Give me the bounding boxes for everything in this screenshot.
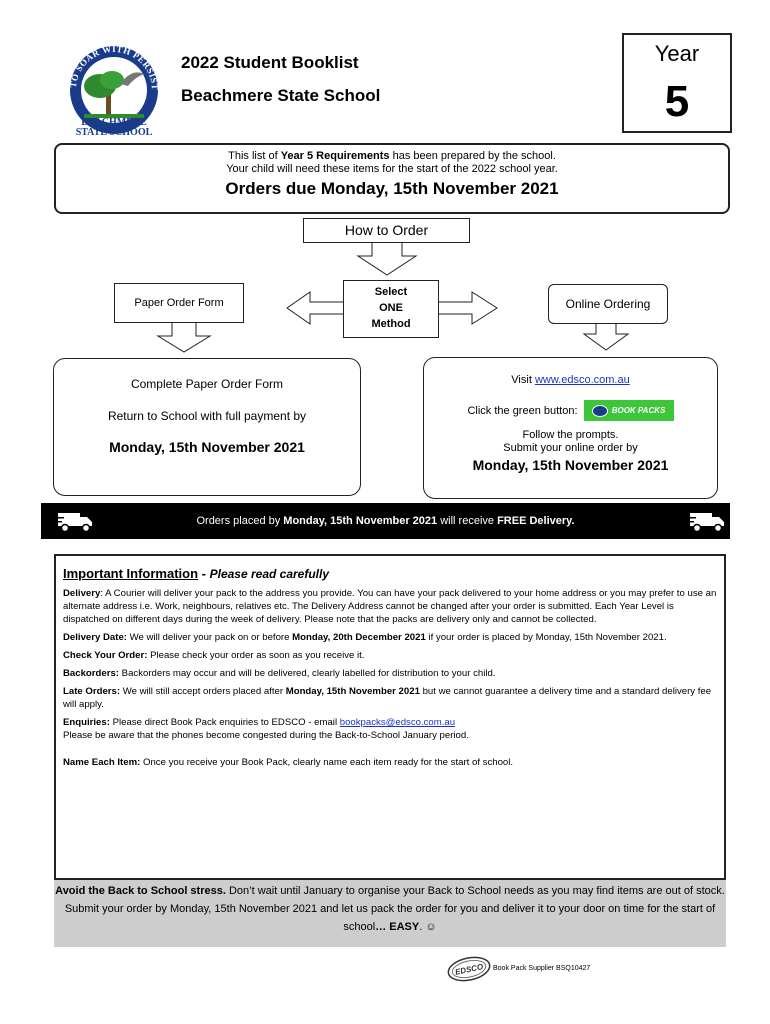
logo-name-line2: STATE SCHOOL	[75, 127, 153, 138]
delivery-pre: Orders placed by	[196, 515, 284, 527]
select-line3: Method	[371, 318, 411, 330]
info-dash: -	[198, 566, 210, 581]
avoid-text: Don’t wait until January to organise you…	[64, 885, 725, 933]
online-submit: Submit your online order by	[503, 442, 638, 454]
school-name: Beachmere State School	[181, 86, 381, 105]
bookpacks-email-link[interactable]: bookpacks@edsco.com.au	[339, 717, 456, 728]
online-method-box: Visit www.edsco.com.au Click the green b…	[423, 357, 718, 499]
down-arrow-online	[582, 324, 630, 351]
school-logo: TO SOAR WITH PERSISTENCE	[62, 40, 160, 134]
paper-date: Monday, 15th November 2021	[109, 439, 305, 455]
delivery-date: Monday, 15th November 2021	[283, 515, 438, 527]
paper-step1: Complete Paper Order Form	[130, 377, 284, 391]
delivery-date-pre: We will deliver your pack on or before	[127, 632, 293, 643]
select-line2: ONE	[379, 302, 403, 314]
edsco-logo: EDSCO	[447, 956, 491, 982]
online-follow: Follow the prompts.	[522, 429, 619, 441]
delivery-date-post: if your order is placed by Monday, 15th …	[425, 632, 667, 643]
delivery-mid: will receive	[437, 515, 498, 527]
intro-line1-bold: Year 5 Requirements	[280, 150, 390, 162]
important-information-box: Important Information - Please read care…	[54, 554, 726, 880]
book-packs-label: BOOK PACKS	[611, 406, 666, 415]
info-check-order: Check Your Order: Please check your orde…	[63, 649, 717, 662]
edsco-link[interactable]: www.edsco.com.au	[534, 374, 630, 386]
name-item-label: Name Each Item:	[63, 757, 141, 768]
book-packs-button[interactable]: BOOK PACKS	[583, 400, 674, 421]
info-name-each-item: Name Each Item: Once you receive your Bo…	[63, 756, 717, 769]
avoid-easy: … EASY	[375, 921, 420, 933]
late-orders-date: Monday, 15th November 2021	[285, 686, 420, 697]
online-click-row: Click the green button: BOOK PACKS	[424, 400, 717, 421]
intro-line1: This list of Year 5 Requirements has bee…	[56, 150, 728, 162]
delivery-label: Delivery	[63, 588, 101, 599]
free-delivery-banner: Orders placed by Monday, 15th November 2…	[41, 503, 730, 539]
check-order-label: Check Your Order:	[63, 650, 148, 661]
avoid-bold: Avoid the Back to School stress.	[55, 885, 226, 897]
late-orders-label: Late Orders:	[63, 686, 121, 697]
info-enquiries: Enquiries: Please direct Book Pack enqui…	[63, 716, 717, 742]
select-one-method-box: Select ONE Method	[343, 280, 439, 338]
backorders-text: Backorders may occur and will be deliver…	[119, 668, 496, 679]
info-backorders: Backorders: Backorders may occur and wil…	[63, 667, 717, 680]
online-click-label: Click the green button:	[467, 404, 578, 417]
late-orders-pre: We will still accept orders placed after	[120, 686, 286, 697]
enquiries-label: Enquiries:	[63, 717, 110, 728]
select-line1: Select	[374, 286, 408, 298]
delivery-date-value: Monday, 20th December 2021	[292, 632, 426, 643]
paper-method-box: Complete Paper Order Form Return to Scho…	[53, 358, 361, 496]
backorders-label: Backorders:	[63, 668, 119, 679]
truck-icon	[688, 513, 724, 533]
info-heading-text: Important Information	[63, 566, 199, 581]
intro-box: This list of Year 5 Requirements has bee…	[54, 143, 730, 214]
info-subheading: Please read carefully	[209, 567, 330, 581]
name-item-text: Once you receive your Book Pack, clearly…	[140, 757, 514, 768]
delivery-date-label: Delivery Date:	[63, 632, 127, 643]
late-orders-post: but we cannot guarantee a delivery time …	[63, 686, 712, 710]
info-heading: Important Information - Please read care…	[63, 566, 717, 581]
truck-icon	[56, 513, 92, 533]
delivery-paragraph: : A Courier will deliver your pack to th…	[63, 588, 717, 625]
online-visit: Visit www.edsco.com.au	[424, 374, 717, 386]
online-visit-label: Visit	[511, 374, 535, 386]
intro-line2: Your child will need these items for the…	[226, 163, 558, 175]
enquiries-post: Please be aware that the phones become c…	[63, 730, 469, 741]
avoid-stress-banner: Avoid the Back to School stress. Don’t w…	[54, 880, 726, 947]
avoid-smile: . ☺	[419, 921, 437, 933]
right-arrow	[439, 291, 498, 325]
edsco-oval-icon	[591, 404, 608, 417]
supplier-text: Book Pack Supplier BSQ10427	[493, 965, 591, 972]
info-late-orders: Late Orders: We will still accept orders…	[63, 685, 717, 711]
info-delivery: Delivery: A Courier will deliver your pa…	[63, 587, 717, 626]
booklist-title: 2022 Student Booklist	[181, 53, 359, 72]
year-label: Year	[654, 41, 700, 66]
online-date: Monday, 15th November 2021	[472, 457, 669, 473]
intro-line1-pre: This list of	[228, 150, 281, 162]
paper-step2: Return to School with full payment by	[107, 409, 307, 423]
check-order-text: Please check your order as soon as you r…	[147, 650, 365, 661]
logo-school-name: BEACHMERE STATE SCHOOL	[62, 118, 166, 138]
orders-due-deadline: Orders due Monday, 15th November 2021	[225, 179, 559, 198]
delivery-text: Orders placed by Monday, 15th November 2…	[196, 515, 574, 527]
paper-order-form-box: Paper Order Form	[114, 283, 244, 323]
info-delivery-date: Delivery Date: We will deliver your pack…	[63, 631, 717, 644]
free-delivery: FREE Delivery.	[497, 515, 575, 527]
enquiries-pre: Please direct Book Pack enquiries to EDS…	[109, 717, 340, 728]
left-arrow	[286, 291, 343, 325]
logo-name-line1: BEACHMERE	[81, 117, 147, 128]
down-arrow-paper	[156, 323, 212, 353]
year-badge: Year 5	[622, 33, 732, 133]
how-to-order-box: How to Order	[303, 218, 470, 243]
year-number: 5	[664, 77, 690, 126]
online-ordering-box: Online Ordering	[548, 284, 668, 324]
down-arrow-how	[356, 243, 418, 276]
intro-line1-post: has been prepared by the school.	[389, 150, 556, 162]
